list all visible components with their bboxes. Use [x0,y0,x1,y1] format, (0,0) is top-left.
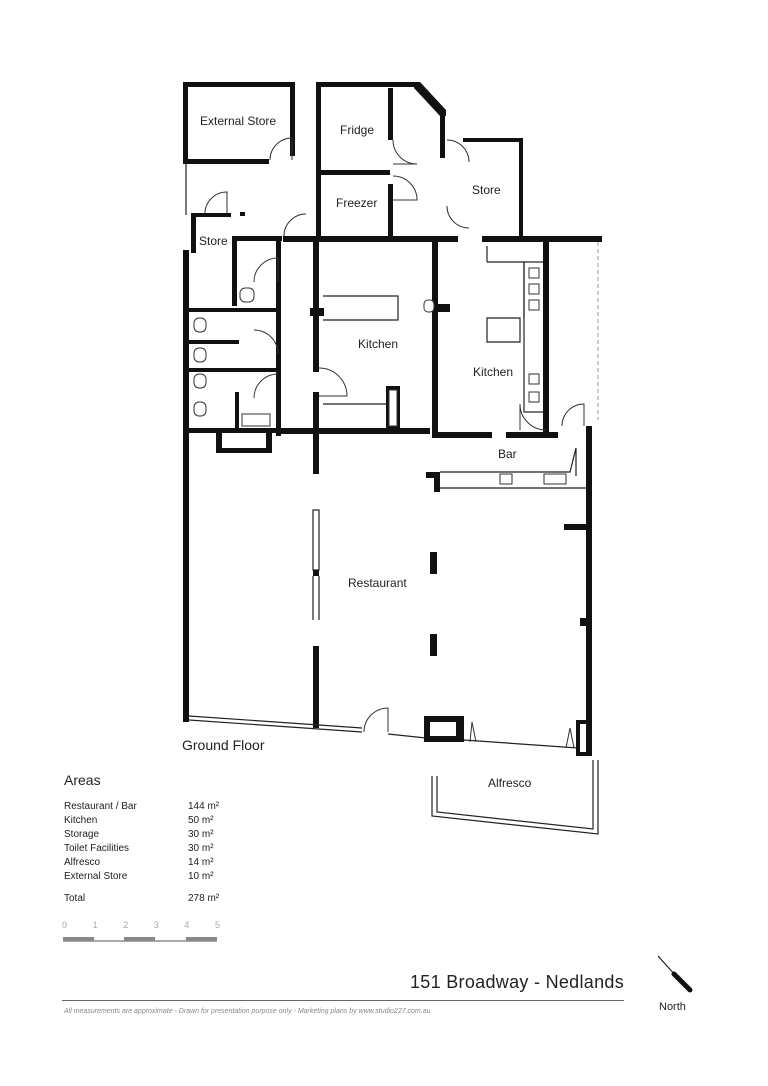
label-bar: Bar [498,447,517,461]
area-value: 14 m² [188,857,214,868]
label-restaurant: Restaurant [348,576,407,590]
scale-tick: 1 [92,920,98,930]
area-value: 30 m² [188,829,214,840]
area-name: Storage [64,829,100,840]
label-store-upper: Store [472,183,501,197]
bar-counter [426,447,586,492]
scale-tick: 4 [184,920,190,930]
scale-ticks: 0 1 2 3 4 5 [62,920,220,930]
area-value: 50 m² [188,815,214,826]
label-kitchen-right: Kitchen [473,365,513,379]
label-freezer: Freezer [336,196,377,210]
areas-title: Areas [64,772,101,788]
area-total-row: Total 278 m² [64,892,234,906]
label-ground-floor: Ground Floor [182,737,265,753]
area-value: 10 m² [188,871,214,882]
disclaimer-text: All measurements are approximate - Drawn… [64,1008,431,1015]
area-row: Restaurant / Bar 144 m² [64,800,234,814]
cold-store-walls [283,82,523,242]
left-kitchen-walls [278,236,450,436]
area-row: Kitchen 50 m² [64,814,234,828]
right-kitchen-walls [432,236,602,756]
label-alfresco: Alfresco [488,776,532,790]
scale-tick: 2 [123,920,129,930]
toilets-block [189,236,281,453]
divider [62,1000,624,1001]
scale-tick: 5 [214,920,220,930]
area-row: Storage 30 m² [64,828,234,842]
area-name: External Store [64,871,128,882]
label-external-store: External Store [200,114,276,128]
restaurant-walls [183,432,592,756]
north-label: North [659,1001,686,1013]
north-arrow-icon [657,955,693,993]
label-store-left: Store [199,234,228,248]
area-name: Alfresco [64,857,101,868]
property-address: 151 Broadway - Nedlands [410,972,625,992]
left-store-walls [185,164,282,306]
area-total-label: Total [64,893,86,904]
area-name: Restaurant / Bar [64,801,137,812]
area-name: Toilet Facilities [64,843,130,854]
area-value: 30 m² [188,843,214,854]
scale-bar: 0 1 2 3 4 5 [62,920,222,942]
label-fridge: Fridge [340,123,374,137]
scale-tick: 0 [62,920,68,930]
area-row: Toilet Facilities 30 m² [64,842,234,856]
area-total-value: 278 m² [188,893,220,904]
alfresco-outline [431,760,599,835]
area-rows: Restaurant / Bar 144 m² Kitchen 50 m² Stor… [64,800,234,884]
area-value: 144 m² [188,801,220,812]
scale-tick: 3 [153,920,159,930]
west-wall [183,250,189,720]
area-name: Kitchen [64,815,98,826]
areas-table: Areas Restaurant / Bar 144 m² Kitchen 50 m… [64,772,234,906]
scale-graphic [63,937,217,942]
area-row: Alfresco 14 m² [64,856,234,870]
area-row: External Store 10 m² [64,870,234,884]
external-store-walls [183,82,295,164]
label-kitchen-left: Kitchen [358,337,398,351]
